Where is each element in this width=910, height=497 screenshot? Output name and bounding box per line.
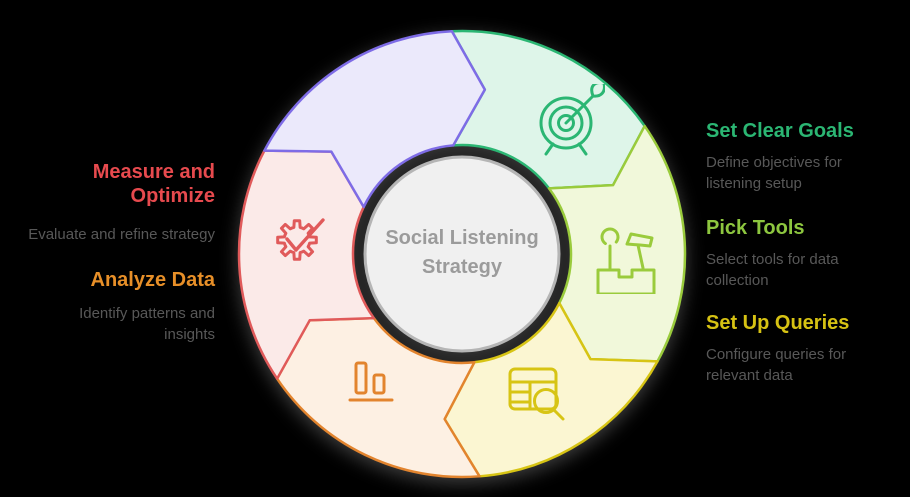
toolbox-icon bbox=[596, 227, 656, 294]
step-desc-pick-tools: Select tools for data collection bbox=[706, 251, 839, 289]
table-search-icon bbox=[508, 367, 565, 421]
target-icon bbox=[539, 84, 605, 156]
diagram-title: Social Listening Strategy bbox=[385, 227, 539, 278]
step-desc-set-up-queries: Configure queries for relevant data bbox=[706, 346, 847, 384]
step-label-analyze-data: Analyze Data bbox=[90, 269, 216, 291]
step-label-set-up-queries: Set Up Queries bbox=[706, 312, 850, 334]
ring-segments bbox=[237, 29, 687, 479]
step-label-pick-tools: Pick Tools bbox=[706, 217, 805, 239]
step-desc-analyze-data: Identify patterns and insights bbox=[79, 305, 215, 343]
step-label-set-clear-goals: Set Clear Goals bbox=[706, 120, 854, 142]
center-circle bbox=[363, 155, 561, 353]
step-desc-measure-and-optimize: Evaluate and refine strategy bbox=[28, 226, 215, 243]
segment-blank bbox=[263, 29, 487, 209]
step-label-measure-and-optimize: Measure and Optimize bbox=[92, 161, 215, 207]
step-desc-set-clear-goals: Define objectives for listening setup bbox=[706, 154, 842, 192]
gear-check-icon bbox=[276, 218, 325, 261]
bar-chart-icon bbox=[348, 361, 394, 402]
